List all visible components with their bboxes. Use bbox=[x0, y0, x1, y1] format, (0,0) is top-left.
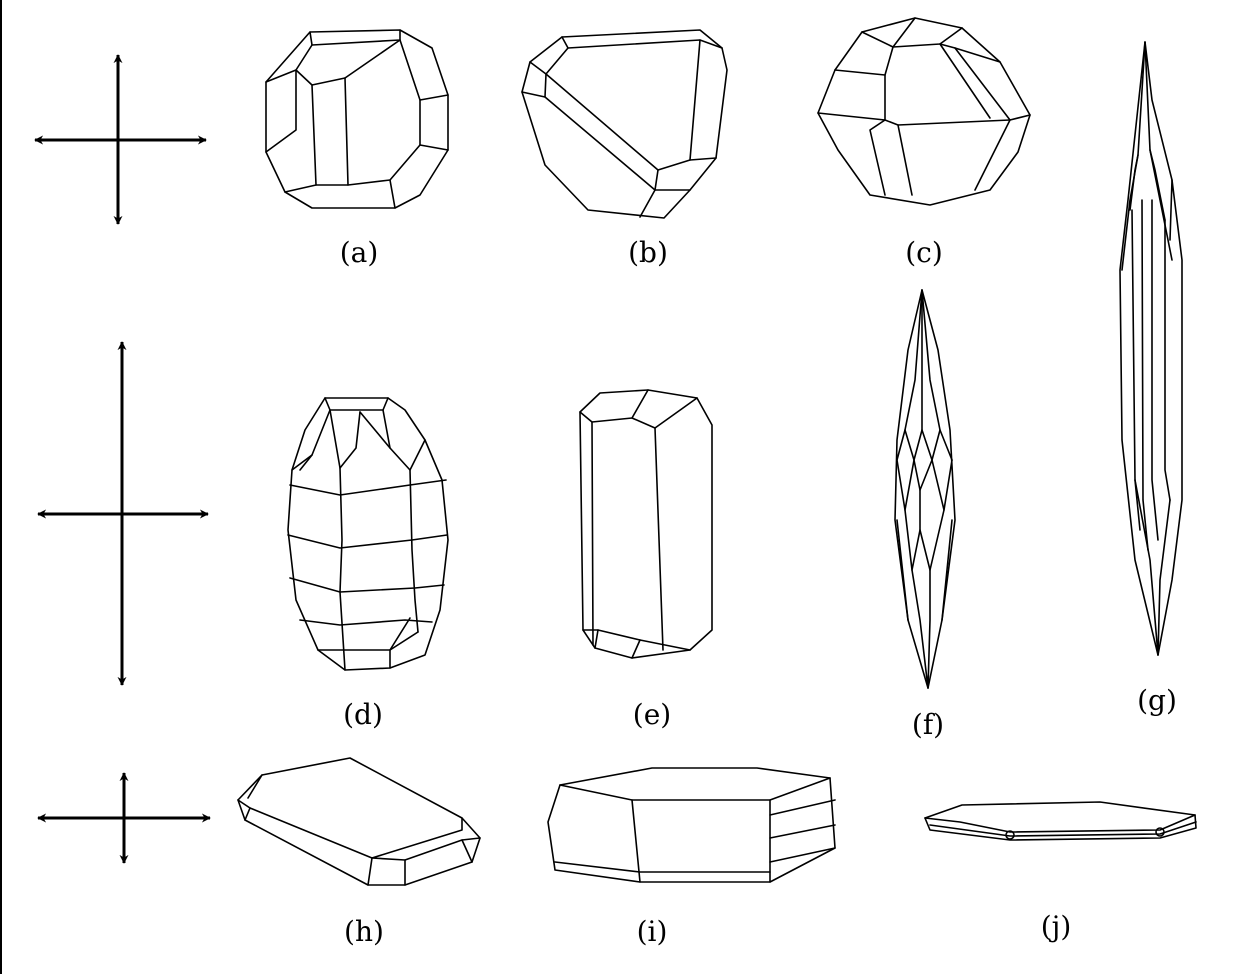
crystal-e bbox=[580, 390, 712, 658]
crystal-d bbox=[288, 398, 448, 670]
left-border-rule bbox=[0, 0, 2, 974]
label-f: (f) bbox=[911, 708, 945, 741]
crystal-j bbox=[925, 802, 1196, 840]
label-g: (g) bbox=[1137, 684, 1177, 717]
label-a: (a) bbox=[339, 236, 379, 269]
crystal-g bbox=[1120, 42, 1182, 655]
crystal-a bbox=[266, 30, 448, 208]
label-h: (h) bbox=[344, 915, 384, 948]
crystal-h bbox=[238, 758, 480, 885]
label-b: (b) bbox=[628, 236, 668, 269]
crystal-f bbox=[895, 290, 955, 688]
axis-cross-row-1 bbox=[34, 54, 207, 225]
axis-cross-row-2 bbox=[37, 341, 209, 686]
label-e: (e) bbox=[632, 698, 672, 731]
label-c: (c) bbox=[905, 236, 943, 269]
crystal-i bbox=[548, 768, 835, 882]
label-d: (d) bbox=[343, 698, 383, 731]
crystal-b bbox=[522, 30, 727, 218]
label-i: (i) bbox=[636, 915, 668, 948]
axis-cross-row-3 bbox=[37, 772, 211, 864]
label-j: (j) bbox=[1040, 910, 1072, 943]
crystal-c bbox=[818, 18, 1030, 205]
